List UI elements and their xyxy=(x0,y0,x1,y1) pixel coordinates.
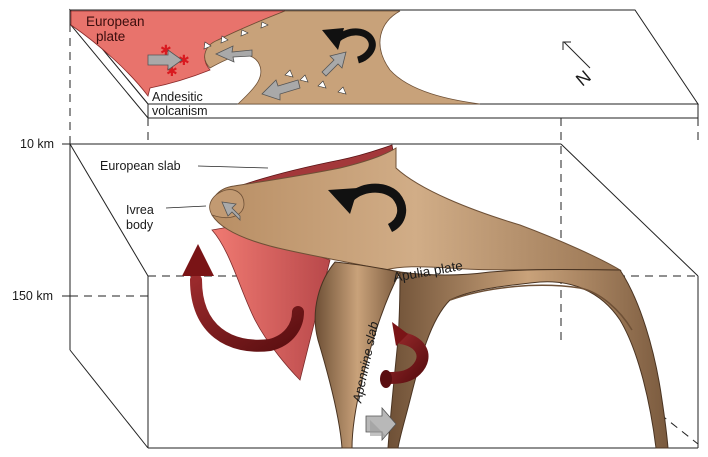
european-plate-label-2: plate xyxy=(96,29,125,44)
european-slab-label: European slab xyxy=(100,159,181,173)
ivrea-label-1: Ivrea xyxy=(126,203,154,217)
surface-block: ✱ ✱ ✱ N European plate Andesitic volcani… xyxy=(70,10,698,118)
apennine-slab-arch xyxy=(388,270,668,449)
andesitic-label-2: volcanism xyxy=(152,104,208,118)
andesitic-label-1: Andesitic xyxy=(152,90,203,104)
leader-european-slab xyxy=(198,166,268,168)
depth-150km-label: 150 km xyxy=(12,289,53,303)
european-plate-label-1: European xyxy=(86,14,145,29)
leader-ivrea xyxy=(166,206,206,208)
depth-10km-label: 10 km xyxy=(20,137,54,151)
ivrea-label-2: body xyxy=(126,218,154,232)
subsurface-slabs xyxy=(210,145,668,448)
surface-front-face xyxy=(148,104,698,118)
